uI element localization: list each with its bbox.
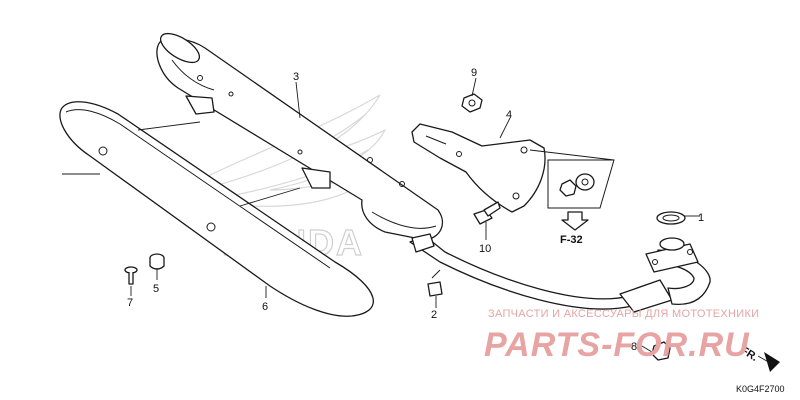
muffler (156, 32, 443, 241)
callout-2: 2 (431, 309, 437, 321)
muffler-protector (59, 101, 374, 317)
front-arrow-shaft (757, 355, 773, 365)
pipe-flange (645, 237, 699, 273)
callout-7: 7 (127, 297, 133, 309)
clamp-nut (411, 233, 443, 297)
diagram-code: K0G4F2700 (736, 384, 785, 394)
pipe-nut (651, 341, 671, 361)
front-arrow-icon (764, 352, 780, 372)
watermark-logo: PARTS-FOR.RU (484, 326, 750, 364)
seller-watermark: ЗАПЧАСТИ И АКСЕССУАРЫ ДЛЯ МОТОТЕХНИКИ PA… (484, 308, 759, 364)
grommet (149, 253, 165, 270)
callout-8: 8 (631, 341, 637, 353)
callout-3: 3 (293, 71, 299, 83)
callout-1: 1 (698, 212, 704, 224)
callout-4: 4 (506, 109, 512, 121)
callout-5: 5 (153, 283, 159, 295)
muffler-bracket (411, 123, 546, 213)
top-nut (461, 93, 483, 113)
callout-9: 9 (471, 67, 477, 79)
callout-10: 10 (479, 243, 491, 255)
screw (124, 266, 138, 285)
leader-lines (62, 77, 700, 353)
reference-label: F-32 (560, 234, 583, 246)
exhaust-gasket (656, 211, 686, 225)
callouts: 1 2 3 4 5 6 7 8 9 10 (127, 67, 704, 353)
bracket-bolt (473, 201, 501, 225)
watermark-tagline: ЗАПЧАСТИ И АКСЕССУАРЫ ДЛЯ МОТОТЕХНИКИ (488, 308, 759, 320)
reference-group (547, 159, 615, 231)
callout-6: 6 (262, 301, 268, 313)
